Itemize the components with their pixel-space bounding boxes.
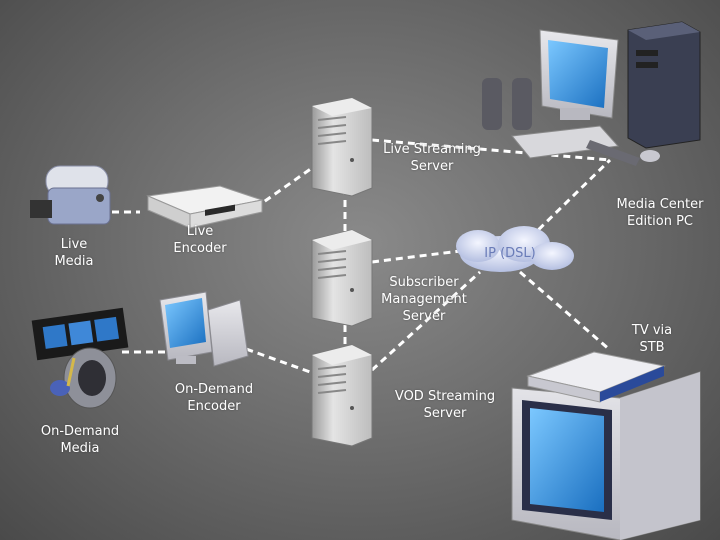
media-center-pc-label: Media Center Edition PC (616, 197, 704, 229)
cloud-icon (456, 226, 574, 272)
live-media-label: Live Media (54, 237, 94, 269)
connector-live-encoder-to-live-server (254, 166, 313, 210)
computer-icon (159, 291, 249, 367)
server-icon (311, 229, 373, 327)
speaker-icon (50, 347, 117, 409)
connector-vod-to-cloud (370, 270, 482, 372)
on-demand-media-label: On-Demand Media (40, 424, 120, 456)
connector-lines (112, 138, 612, 374)
tv-icon (511, 371, 701, 540)
connector-live-server-to-media-pc (371, 138, 611, 162)
connector-subscriber-to-cloud (371, 248, 469, 264)
cloud-label: IP (DSL) (484, 246, 536, 261)
server-icon (311, 97, 373, 197)
set-top-box-icon (526, 351, 666, 403)
video-camera-icon (30, 165, 111, 225)
encoder-box-icon (146, 185, 264, 229)
vod-streaming-server-label: VOD Streaming Server (394, 389, 496, 421)
connector-cloud-to-tv (519, 270, 611, 352)
live-streaming-server-label: Live Streaming Server (383, 142, 481, 174)
connector-cloud-to-media-pc (528, 158, 612, 240)
desktop-pc-icon (482, 21, 701, 166)
subscriber-management-server-label: Subscriber Management Server (381, 275, 467, 324)
film-strip-icon (31, 307, 129, 361)
tv-via-stb-label: TV via STB (631, 323, 673, 355)
server-icon (311, 344, 373, 447)
live-encoder-label: Live Encoder (173, 224, 227, 256)
on-demand-encoder-label: On-Demand Encoder (174, 382, 254, 414)
